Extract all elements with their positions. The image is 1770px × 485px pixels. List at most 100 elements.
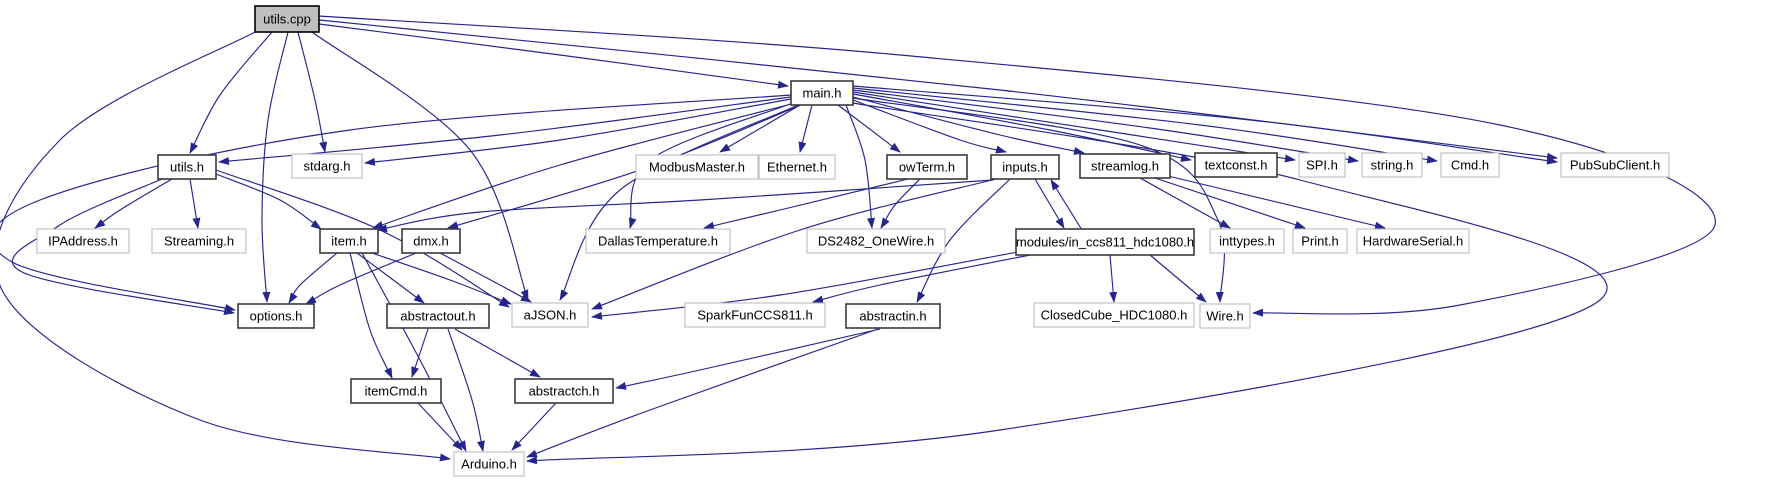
node-box[interactable] (319, 228, 379, 254)
node-ccs811[interactable]: modules/in_ccs811_hdc1080.h (1015, 228, 1195, 256)
node-box (684, 302, 826, 328)
edge-utils_cpp-to-pubsub (318, 19, 1558, 161)
node-label: main.h (802, 86, 841, 101)
node-label: options.h (250, 309, 303, 324)
node-utils-h[interactable]: utils.h (157, 154, 217, 180)
edges-layer (0, 15, 1716, 465)
node-box (1199, 303, 1251, 329)
node-wire: Wire.h (1199, 303, 1251, 329)
node-box[interactable] (350, 378, 442, 404)
edge-ccs811-to-closedcube (1109, 254, 1118, 303)
node-label: owTerm.h (899, 160, 955, 175)
node-box[interactable] (1015, 228, 1195, 256)
node-label: DallasTemperature.h (598, 234, 718, 249)
node-box[interactable] (845, 303, 941, 329)
node-owterm[interactable]: owTerm.h (886, 154, 968, 180)
node-box[interactable] (386, 303, 490, 329)
edge-inputs-to-ccs811 (1034, 178, 1065, 229)
node-string-h: string.h (1361, 152, 1423, 178)
edge-main_h-to-utils_h (218, 96, 792, 166)
node-textconst[interactable]: textconst.h (1194, 152, 1278, 178)
edge-inputs-to-abstractin (916, 178, 1011, 303)
node-box (1560, 152, 1670, 178)
edge-dmx-to-options (305, 252, 417, 305)
node-ethernet: Ethernet.h (758, 154, 836, 180)
edge-abstractout-to-arduino (447, 328, 485, 452)
node-abstractch[interactable]: abstractch.h (514, 378, 614, 404)
node-box[interactable] (990, 154, 1060, 180)
node-label: textconst.h (1205, 158, 1268, 173)
node-box (1033, 302, 1195, 328)
node-box[interactable] (1194, 152, 1278, 178)
node-label: HardwareSerial.h (1363, 234, 1463, 249)
node-label: SparkFunCCS811.h (697, 308, 812, 323)
edge-main_h-to-stdarg_h (364, 98, 792, 166)
node-modbus: ModbusMaster.h (635, 154, 759, 180)
node-abstractin[interactable]: abstractin.h (845, 303, 941, 329)
node-abstractout[interactable]: abstractout.h (386, 303, 490, 329)
edge-utils_cpp-to-main_h (318, 23, 789, 89)
node-box[interactable] (514, 378, 614, 404)
node-box[interactable] (157, 154, 217, 180)
edge-main_h-to-pubsub (852, 85, 1558, 165)
edge-utils_cpp-to-utils_h (189, 31, 273, 154)
edge-abstractin-to-arduino (526, 328, 879, 458)
node-label: modules/in_ccs811_hdc1080.h (1016, 235, 1194, 250)
node-label: streamlog.h (1091, 159, 1159, 174)
node-label: item.h (331, 234, 366, 249)
edge-item-to-itemcmd (349, 252, 393, 379)
node-streamlog[interactable]: streamlog.h (1079, 153, 1171, 179)
node-stdarg-h: stdarg.h (291, 153, 363, 179)
node-box (1440, 152, 1500, 178)
node-ajson: aJSON.h (511, 302, 589, 328)
node-label: abstractout.h (400, 309, 475, 324)
edge-streamlog-to-print (1154, 177, 1306, 229)
node-box[interactable] (254, 5, 320, 33)
node-box[interactable] (237, 303, 315, 329)
node-label: inputs.h (1002, 160, 1048, 175)
node-box[interactable] (1079, 153, 1171, 179)
edge-main_h-to-ethernet (798, 104, 813, 153)
edge-main_h-to-options (0, 94, 792, 312)
node-box[interactable] (886, 154, 968, 180)
node-label: abstractch.h (529, 384, 600, 399)
edge-streamlog-to-hwserial (1167, 175, 1386, 230)
node-label: Cmd.h (1451, 158, 1489, 173)
node-item[interactable]: item.h (319, 228, 379, 254)
node-label: Arduino.h (461, 457, 517, 472)
edge-abstractout-to-abstractch (454, 328, 541, 378)
node-box (151, 228, 247, 254)
node-dallas: DallasTemperature.h (585, 228, 731, 254)
node-label: dmx.h (413, 234, 448, 249)
node-utils-cpp[interactable]: utils.cpp (254, 5, 320, 33)
node-inputs[interactable]: inputs.h (990, 154, 1060, 180)
node-label: Streaming.h (164, 234, 234, 249)
node-box (36, 228, 130, 254)
node-box (585, 228, 731, 254)
node-box (453, 451, 525, 477)
node-label: utils.h (170, 160, 204, 175)
node-label: itemCmd.h (365, 384, 428, 399)
node-box[interactable] (401, 228, 461, 254)
edge-main_h-to-arduino (526, 102, 1608, 465)
node-label: Ethernet.h (767, 160, 827, 175)
node-main-h[interactable]: main.h (790, 80, 854, 106)
edge-owterm-to-dallas (703, 178, 909, 230)
edge-main_h-to-ajson (559, 104, 799, 301)
edge-main_h-to-inputs (852, 99, 1007, 154)
node-spi: SPI.h (1298, 152, 1346, 178)
node-dmx[interactable]: dmx.h (401, 228, 461, 254)
edge-main_h-to-textconst (852, 93, 1192, 162)
node-box[interactable] (790, 80, 854, 106)
node-sparkfun: SparkFunCCS811.h (684, 302, 826, 328)
edge-inputs-to-ajson (591, 178, 997, 310)
node-itemcmd[interactable]: itemCmd.h (350, 378, 442, 404)
node-box (511, 302, 589, 328)
edge-main_h-to-modbus (719, 104, 801, 153)
node-options[interactable]: options.h (237, 303, 315, 329)
node-box (1356, 228, 1470, 254)
node-inttypes: inttypes.h (1209, 228, 1285, 254)
node-cmd: Cmd.h (1440, 152, 1500, 178)
edge-main_h-to-spi (852, 91, 1296, 163)
